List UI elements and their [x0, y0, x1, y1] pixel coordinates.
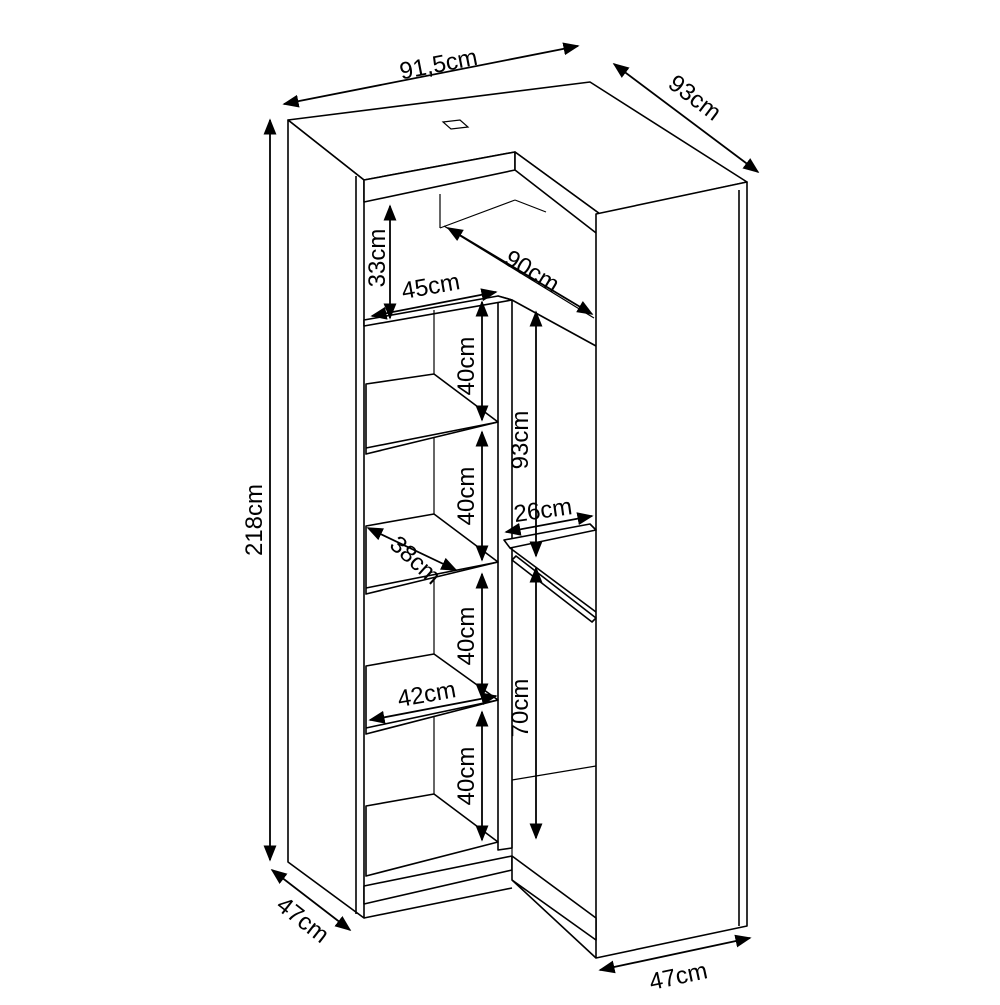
- label-top-niche-height: 33cm: [364, 229, 391, 288]
- left-side-panel: [287, 119, 365, 919]
- hanging-rail: [511, 555, 597, 623]
- dim-line-shelf-width: [368, 692, 498, 724]
- dim-line-depth-top: [612, 63, 760, 173]
- right-side-panel: [595, 181, 748, 959]
- label-shelf-gap-2: 40cm: [453, 467, 480, 526]
- label-shelf-gap-3: 40cm: [453, 607, 480, 666]
- top-shelf: [363, 295, 513, 327]
- label-lower-hanging: 70cm: [507, 679, 534, 738]
- vertical-divider: [497, 295, 513, 851]
- label-top-niche-width: 45cm: [399, 268, 461, 305]
- dim-line-top-shelf-diagonal: [446, 227, 594, 315]
- label-width-top: 91,5cm: [397, 44, 479, 86]
- dim-line-side-shelf-width: [504, 512, 594, 536]
- dim-line-depth-bottom-right: [598, 934, 752, 974]
- label-shelf-gap-1: 40cm: [453, 337, 480, 396]
- label-side-shelf-width: 26cm: [512, 493, 574, 528]
- label-shelf-gap-4: 40cm: [453, 747, 480, 806]
- dim-line-shelf-depth: [366, 527, 458, 571]
- label-depth-bottom-left: 47cm: [271, 891, 334, 948]
- label-depth-top: 93cm: [663, 70, 726, 127]
- shelf-4: [365, 793, 499, 877]
- label-depth-bottom-right: 47cm: [647, 957, 710, 996]
- top-label-plate: [441, 119, 470, 130]
- base-plinth-right: [511, 855, 597, 941]
- label-height-total: 218cm: [241, 484, 268, 556]
- dim-line-depth-bottom-left: [270, 869, 352, 931]
- dimension-lines: [263, 42, 760, 974]
- label-upper-hanging: 93cm: [507, 411, 534, 470]
- label-top-shelf-diagonal: 90cm: [500, 245, 564, 298]
- dim-line-width-top: [282, 42, 580, 108]
